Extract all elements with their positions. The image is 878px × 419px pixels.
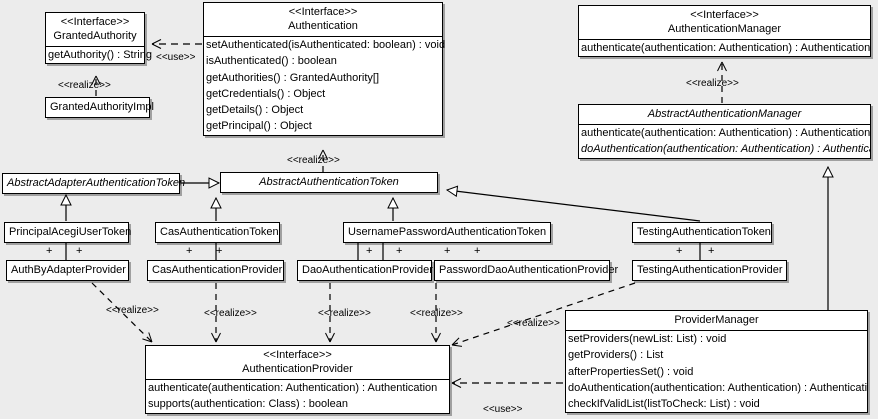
label-realize-abstractauthenticationtoken: <<realize>> <box>287 155 340 166</box>
class-header: <<Interface>> AuthenticationManager <box>579 6 870 39</box>
class-name: DaoAuthenticationProvider <box>302 264 433 276</box>
association-plus-mark: + <box>46 245 53 257</box>
label-use-providermanager-authenticationprovider: <<use>> <box>483 404 523 415</box>
class-name: ProviderManager <box>674 314 759 326</box>
class-name: UsernamePasswordAuthenticationToken <box>348 226 547 238</box>
class-dao-authentication-provider[interactable]: DaoAuthenticationProvider <box>297 260 433 281</box>
class-abstract-authentication-manager[interactable]: AbstractAuthenticationManager authentica… <box>578 104 871 159</box>
label-realize-passworddao: <<realize>> <box>410 308 463 319</box>
class-testing-authentication-provider[interactable]: TestingAuthenticationProvider <box>632 260 787 281</box>
class-name: GrantedAuthority <box>53 30 137 42</box>
association-plus-mark: + <box>76 245 83 257</box>
class-header: <<Interface>> AuthenticationProvider <box>146 346 449 379</box>
association-plus-mark: + <box>366 245 373 257</box>
class-password-dao-authentication-provider[interactable]: PasswordDaoAuthenticationProvider <box>434 260 619 281</box>
class-testing-authentication-token[interactable]: TestingAuthenticationToken <box>632 222 772 243</box>
class-name: AuthByAdapterProvider <box>11 264 126 276</box>
association-plus-mark: + <box>676 245 683 257</box>
label-realize-grantedauthorityimpl: <<realize>> <box>58 80 111 91</box>
association-plus-mark: + <box>216 245 223 257</box>
operation: getProviders() : List <box>568 349 664 362</box>
label-realize-abstractauthenticationmanager: <<realize>> <box>686 78 739 89</box>
class-name: TestingAuthenticationToken <box>637 226 771 238</box>
operations-compartment: setAuthenticated(isAuthenticated: boolea… <box>204 36 446 135</box>
operations-compartment: getAuthority() : String <box>46 46 152 63</box>
class-name: TestingAuthenticationProvider <box>637 264 783 276</box>
class-name: AbstractAuthenticationToken <box>259 176 399 188</box>
class-header: <<Interface>> GrantedAuthority <box>46 13 144 46</box>
class-abstract-adapter-authentication-token[interactable]: AbstractAdapterAuthenticationToken <box>2 173 186 194</box>
class-name: PasswordDaoAuthenticationProvider <box>439 264 619 276</box>
class-authentication-provider[interactable]: <<Interface>> AuthenticationProvider aut… <box>145 345 450 414</box>
class-principal-acegi-user-token[interactable]: PrincipalAcegiUserToken <box>4 222 132 243</box>
operation: authenticate(authentication: Authenticat… <box>581 127 870 139</box>
operations-compartment: authenticate(authentication: Authenticat… <box>579 39 870 56</box>
class-provider-manager[interactable]: ProviderManager setProviders(newList: Li… <box>565 310 868 414</box>
class-name: PrincipalAcegiUserToken <box>9 226 132 238</box>
label-use-authentication-grantedauthority: <<use>> <box>156 52 196 63</box>
class-name: AuthenticationProvider <box>242 363 353 375</box>
operation: authenticate(authentication: Authenticat… <box>581 42 870 54</box>
operation: getAuthority() : String <box>48 49 152 61</box>
operation: setProviders(newList: List) : void <box>568 333 727 345</box>
operation: getCredentials() : Object <box>206 87 326 100</box>
operation: authenticate(authentication: Authenticat… <box>148 382 438 394</box>
class-authentication[interactable]: <<Interface>> Authentication setAuthenti… <box>203 2 446 136</box>
class-name: AbstractAuthenticationManager <box>647 108 802 120</box>
class-name: Authentication <box>288 20 358 32</box>
class-header: <<Interface>> Authentication <box>204 3 442 36</box>
stereotype: <<Interface>> <box>690 9 759 21</box>
class-cas-authentication-provider[interactable]: CasAuthenticationProvider <box>147 260 284 281</box>
class-name: CasAuthenticationToken <box>160 226 279 238</box>
class-abstract-authentication-token[interactable]: AbstractAuthenticationToken <box>220 172 438 193</box>
class-header: ProviderManager <box>566 311 867 330</box>
class-name: GrantedAuthorityImpl <box>50 101 154 113</box>
class-name: CasAuthenticationProvider <box>152 264 283 276</box>
association-plus-mark: + <box>444 245 451 257</box>
operations-compartment: authenticate(authentication: Authenticat… <box>146 379 449 413</box>
association-plus-mark: + <box>474 245 481 257</box>
operation: checkIfValidList(listToCheck: List) : vo… <box>568 398 760 411</box>
stereotype: <<Interface>> <box>288 6 358 18</box>
class-auth-by-adapter-provider[interactable]: AuthByAdapterProvider <box>6 260 129 281</box>
operation: doAuthentication(authentication: Authent… <box>581 143 870 156</box>
class-name: AbstractAdapterAuthenticationToken <box>7 177 186 189</box>
operation: isAuthenticated() : boolean <box>206 55 337 68</box>
operation: doAuthentication(authentication: Authent… <box>568 381 867 394</box>
operation: afterPropertiesSet() : void <box>568 365 694 378</box>
operation: setAuthenticated(isAuthenticated: boolea… <box>206 39 446 51</box>
operation: getPrincipal() : Object <box>206 120 312 133</box>
stereotype: <<Interface>> <box>60 16 130 28</box>
class-name: AuthenticationManager <box>667 23 782 35</box>
class-granted-authority[interactable]: <<Interface>> GrantedAuthority getAuthor… <box>45 12 152 65</box>
stereotype: <<Interface>> <box>263 349 332 361</box>
label-realize-testing: <<realize>> <box>507 318 560 329</box>
association-plus-mark: + <box>708 245 715 257</box>
class-cas-authentication-token[interactable]: CasAuthenticationToken <box>155 222 280 243</box>
operation: getAuthorities() : GrantedAuthority[] <box>206 71 380 84</box>
class-authentication-manager[interactable]: <<Interface>> AuthenticationManager auth… <box>578 5 871 58</box>
label-realize-dao: <<realize>> <box>318 308 371 319</box>
association-plus-mark: + <box>396 245 403 257</box>
operation: supports(authentication: Class) : boolea… <box>148 398 348 411</box>
class-granted-authority-impl[interactable]: GrantedAuthorityImpl <box>45 97 154 118</box>
operations-compartment: setProviders(newList: List) : void getPr… <box>566 330 867 412</box>
class-username-password-authentication-token[interactable]: UsernamePasswordAuthenticationToken <box>343 222 551 243</box>
operations-compartment: authenticate(authentication: Authenticat… <box>579 124 870 158</box>
association-plus-mark: + <box>186 245 193 257</box>
class-header: AbstractAuthenticationManager <box>579 105 870 124</box>
operation: getDetails() : Object <box>206 104 304 117</box>
label-realize-cas: <<realize>> <box>204 308 257 319</box>
label-realize-authbyadapter: <<realize>> <box>106 305 159 316</box>
